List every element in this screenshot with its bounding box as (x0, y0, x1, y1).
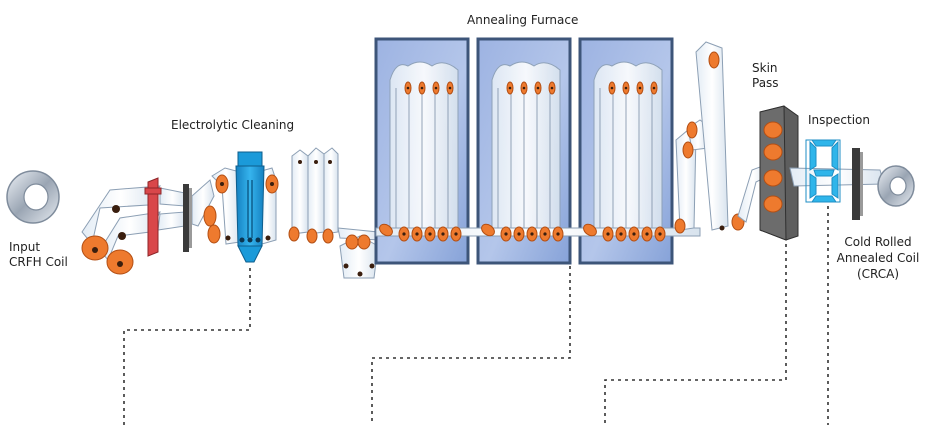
annealing-furnace (374, 37, 674, 265)
uncoiler-rollers (81, 205, 134, 275)
leader-lines (123, 206, 829, 425)
leader-line-skin-pass (604, 244, 787, 425)
exit-shear (852, 148, 863, 220)
annealing-furnace-label: Annealing Furnace (467, 13, 579, 27)
leader-line-cleaning (123, 268, 251, 425)
furnace-zone-3-rollers (583, 223, 666, 242)
leader-line-furnace (371, 266, 571, 425)
inspection-display (805, 139, 841, 203)
entry-deflector-rollers (203, 205, 221, 244)
furnace-bottom-rollers (379, 223, 666, 242)
electrolytic-cleaning-label: Electrolytic Cleaning (171, 118, 295, 132)
output-coil-icon (877, 165, 915, 207)
dryer-strip-loops (291, 147, 381, 241)
skin-pass-label: Skin Pass (752, 61, 779, 90)
dryer-rollers (288, 160, 334, 244)
furnace-zone-1-rollers (379, 223, 462, 242)
output-coil-label: Cold Rolled Annealed Coil (CRCA) (836, 235, 920, 281)
input-coil-label: Input CRFH Coil (9, 240, 68, 269)
input-coil-icon (6, 170, 60, 224)
furnace-zone-3 (578, 37, 674, 265)
furnace-zone-2-rollers (481, 223, 564, 242)
furnace-zone-2 (476, 37, 572, 265)
exit-looper (674, 41, 745, 234)
tension-loop (339, 234, 379, 279)
inspection-label: Inspection (808, 113, 870, 127)
pinch-roll-unit (144, 177, 192, 257)
cleaning-tank (235, 151, 265, 263)
skin-pass-mill (759, 105, 799, 241)
furnace-zone-1 (374, 37, 470, 265)
cleaning-rollers (215, 174, 279, 241)
